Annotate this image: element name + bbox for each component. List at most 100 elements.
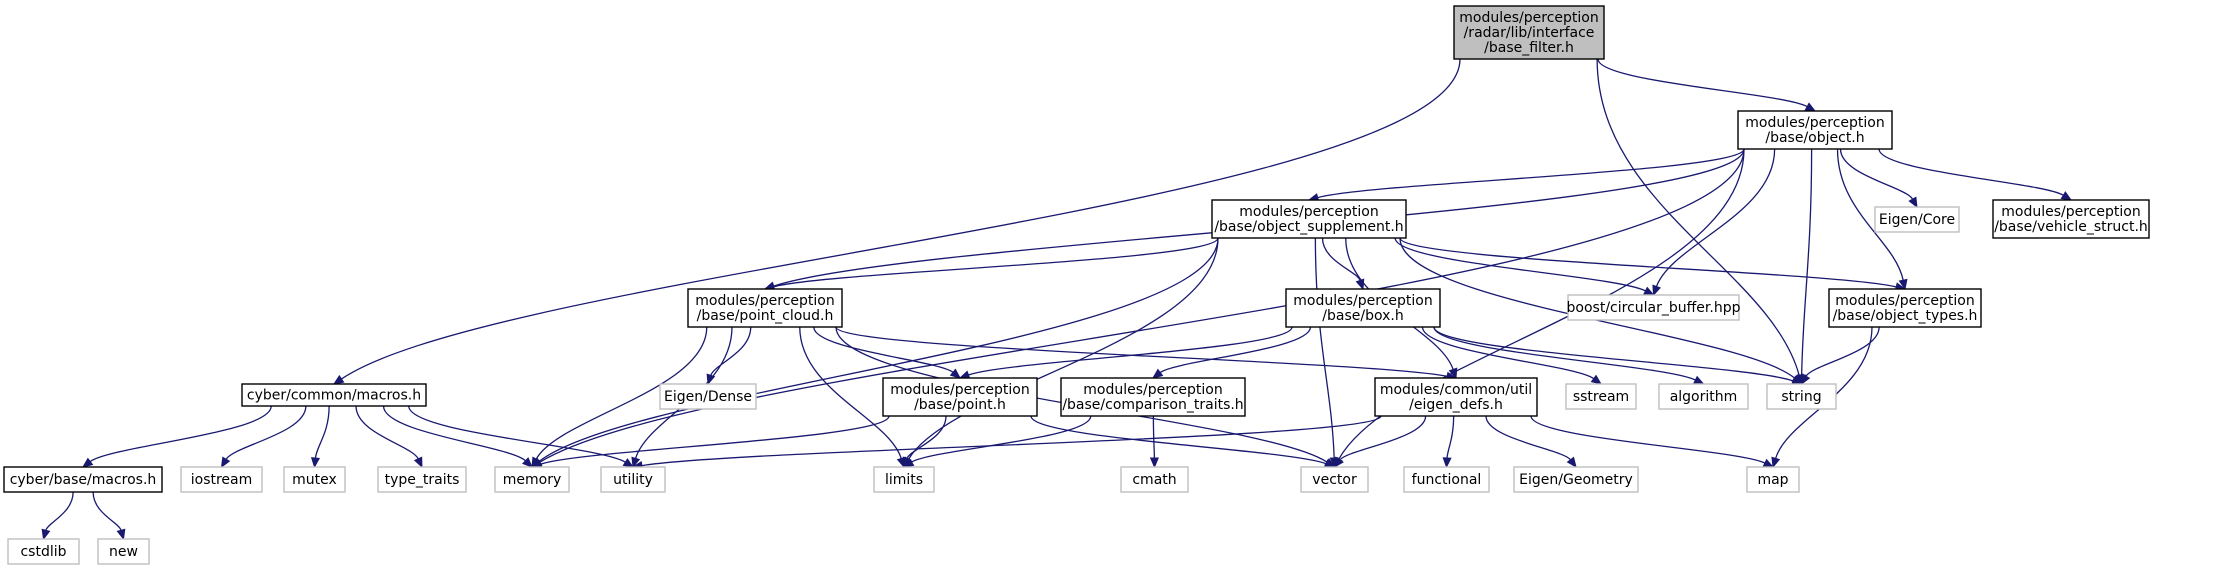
edge-line (1433, 326, 1696, 381)
node-box (1211, 199, 1407, 239)
node-macros-base[interactable]: cyber/base/macros.h (3, 466, 163, 493)
edge-line (1596, 58, 1800, 376)
node-label: string (1781, 389, 1821, 405)
edge-object_supplement-to-circular_buffer (1394, 237, 1655, 296)
edge-line (1394, 237, 1646, 292)
arrowhead-icon (1151, 368, 1164, 379)
node-box (1374, 377, 1538, 417)
edge-macros_common-to-macros_base (81, 405, 272, 468)
node-label: /base/point.h (914, 397, 1006, 413)
node-vehicle-struct[interactable]: modules/perception/base/vehicle_struct.h (1992, 199, 2150, 239)
node-object[interactable]: modules/perception/base/object.h (1737, 110, 1893, 150)
node-iostream: iostream (180, 466, 263, 493)
node-macros-common[interactable]: cyber/common/macros.h (241, 383, 427, 407)
edge-line (355, 405, 419, 460)
edge-line (1446, 415, 1455, 459)
edge-macros_common-to-mutex (310, 405, 330, 469)
node-label: mutex (292, 472, 337, 488)
edge-line (1485, 415, 1572, 461)
arrowhead-icon (1448, 367, 1458, 380)
arrowhead-icon (1333, 456, 1344, 469)
edge-line (641, 415, 1382, 467)
edge-line (835, 326, 1328, 463)
node-label: algorithm (1670, 389, 1738, 405)
node-label: utility (613, 472, 653, 488)
node-eigen-defs[interactable]: modules/common/util/eigen_defs.h (1374, 377, 1538, 417)
edge-object_supplement-to-vector (1314, 237, 1339, 469)
edge-point_cloud-to-eigen_dense (706, 326, 752, 386)
edge-line (1317, 148, 1745, 199)
edge-line (538, 237, 1219, 462)
node-layer: modules/perception/radar/lib/interface/b… (3, 5, 2150, 565)
node-box (283, 466, 346, 493)
edge-eigen_defs-to-functional (1442, 415, 1455, 469)
edge-macros_common-to-utility (408, 405, 635, 468)
node-label: cyber/base/macros.h (10, 472, 157, 488)
node-box (659, 383, 757, 410)
edge-line (1159, 326, 1312, 374)
node-box (1060, 377, 1246, 417)
edge-line (906, 415, 947, 459)
node-point-cloud[interactable]: modules/perception/base/point_cloud.h (687, 288, 843, 328)
edge-line (1421, 326, 1595, 380)
edge-line (89, 405, 272, 463)
node-label: modules/perception (890, 382, 1029, 398)
node-box (882, 377, 1038, 417)
edge-line (1801, 148, 1813, 376)
edge-line (799, 326, 902, 459)
arrowhead-icon (81, 457, 94, 468)
edge-line (968, 326, 1293, 376)
edge-box-to-string (1433, 326, 1803, 386)
node-box (1874, 206, 1960, 233)
edge-line (92, 491, 122, 531)
arrowhead-icon (1566, 456, 1577, 469)
node-label: modules/perception (1293, 293, 1432, 309)
node-vector: vector (1300, 466, 1369, 493)
edge-line (535, 326, 708, 460)
node-box (3, 466, 163, 493)
node-object-supplement[interactable]: modules/perception/base/object_supplemen… (1211, 199, 1407, 239)
node-label: vector (1312, 472, 1357, 488)
node-label: /radar/lib/interface (1464, 25, 1595, 41)
edge-line (1433, 326, 1794, 382)
node-label: sstream (1573, 389, 1629, 405)
node-functional: functional (1403, 466, 1490, 493)
node-label: modules/perception (1083, 382, 1222, 398)
arrowhead-icon (413, 456, 423, 469)
arrowhead-icon (521, 457, 533, 468)
arrowhead-icon (1898, 278, 1908, 291)
edge-line (1839, 148, 1914, 200)
node-label: cstdlib (20, 544, 66, 560)
node-box (1992, 199, 2150, 239)
edge-box-to-sstream (1421, 326, 1603, 385)
node-point[interactable]: modules/perception/base/point.h (882, 377, 1038, 417)
arrowhead-icon (1442, 457, 1452, 469)
node-box (1285, 288, 1441, 328)
arrowhead-icon (1642, 286, 1655, 296)
node-label: new (109, 544, 138, 560)
node-new: new (97, 538, 150, 565)
node-string: string (1766, 383, 1837, 410)
node-base-filter[interactable]: modules/perception/radar/lib/interface/b… (1453, 5, 1605, 60)
node-box (494, 466, 570, 493)
edge-line (813, 326, 954, 373)
node-object-types[interactable]: modules/perception/base/object_types.h (1828, 288, 1982, 328)
node-map: map (1746, 466, 1800, 493)
edge-eigen_defs-to-eigen_geometry (1485, 415, 1577, 469)
node-comparison-traits[interactable]: modules/perception/base/comparison_trait… (1060, 377, 1246, 417)
arrowhead-icon (706, 373, 716, 386)
edge-base_filter-to-object (1597, 58, 1817, 112)
edge-object-to-object_supplement (1307, 148, 1745, 202)
node-label: modules/common/util (1380, 382, 1532, 398)
edge-line (773, 237, 1219, 288)
edge-line (408, 405, 626, 463)
edge-line (540, 415, 890, 465)
arrowhead-icon (2060, 191, 2073, 201)
node-box[interactable]: modules/perception/base/box.h (1285, 288, 1441, 328)
node-algorithm: algorithm (1658, 383, 1749, 410)
arrowhead-icon (631, 456, 641, 469)
arrowhead-icon (220, 456, 231, 469)
node-label: map (1757, 472, 1788, 488)
node-label: Eigen/Geometry (1519, 472, 1633, 488)
